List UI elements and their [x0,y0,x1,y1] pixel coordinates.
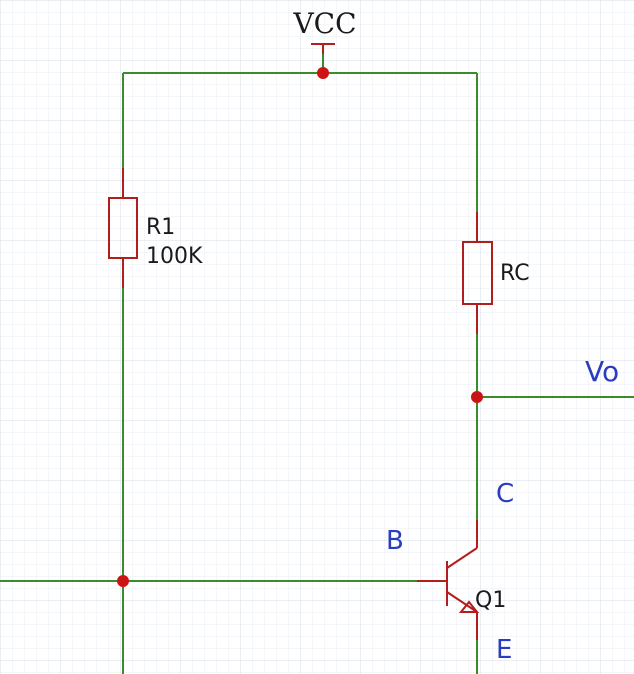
base-label: B [386,526,404,556]
output-label: Vo [585,355,619,388]
emitter-label: E [496,635,512,665]
q1-name-label: Q1 [475,588,506,613]
junction-output [471,391,483,403]
resistor-rc [462,212,493,334]
r1-value-label: 100K [146,244,203,269]
junction-base [117,575,129,587]
vcc-label: VCC [292,7,356,40]
junctions [117,67,483,587]
resistor-r1 [108,168,138,288]
junction-vcc [317,67,329,79]
q1-collector-diagonal [446,547,478,569]
collector-label: C [496,479,514,509]
wires [0,54,634,674]
q1-emitter-diagonal [446,591,478,613]
r1-name-label: R1 [146,215,175,240]
vcc-supply-symbol [311,43,335,54]
q1-emitter-arrow [458,600,480,613]
transistor-q1 [417,520,480,640]
rc-name-label: RC [500,261,530,286]
